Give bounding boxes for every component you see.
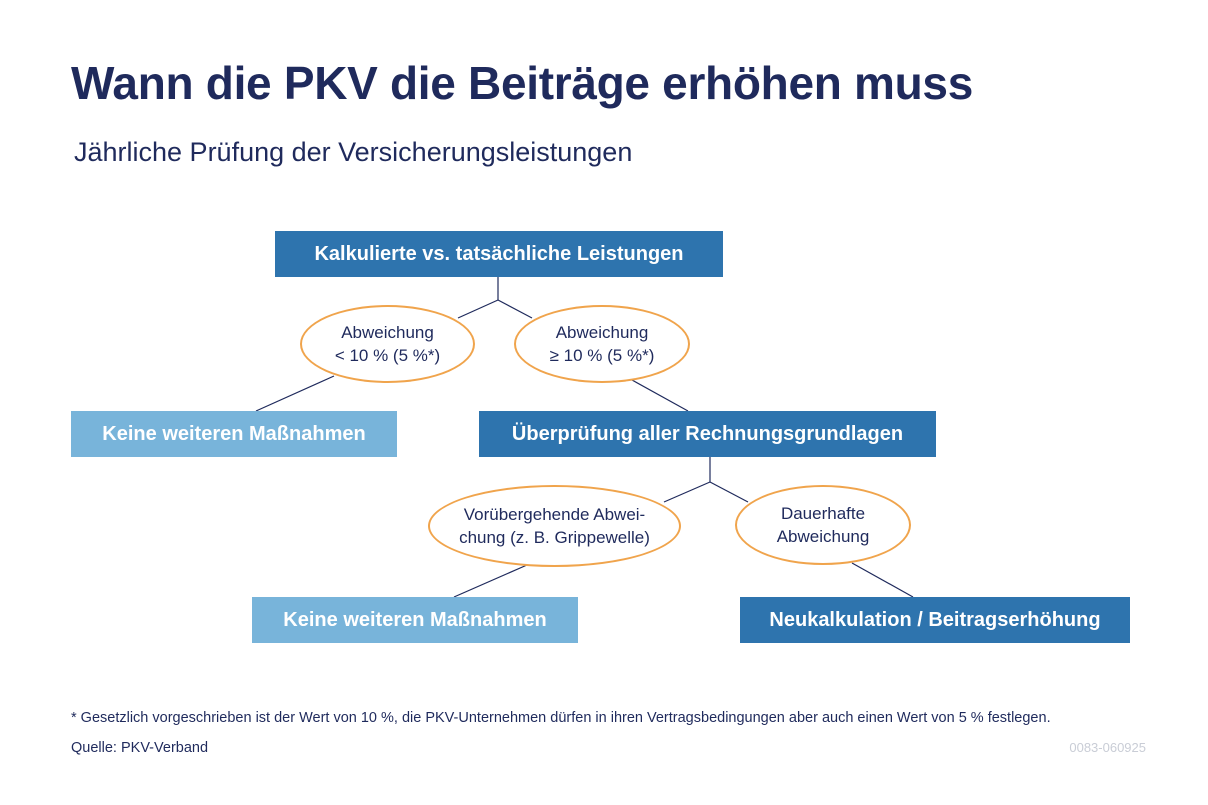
branch-deviation-above-line2: ≥ 10 % (5 %*) xyxy=(549,346,655,365)
branch-deviation-above: Abweichung ≥ 10 % (5 %*) xyxy=(514,305,690,383)
connector-root-left xyxy=(457,299,499,319)
page-title: Wann die PKV die Beiträge erhöhen muss xyxy=(71,57,973,109)
no-action-label-2: Keine weiteren Maßnahmen xyxy=(283,608,547,631)
review-label: Überprüfung aller Rechnungsgrundlagen xyxy=(511,422,904,445)
source-note: Quelle: PKV-Verband xyxy=(71,740,209,756)
branch-permanent-deviation: Dauerhafte Abweichung xyxy=(735,485,911,565)
connector-review-left xyxy=(663,481,711,503)
recalculation-box: Neukalkulation / Beitragserhöhung xyxy=(740,597,1130,643)
branch-deviation-below: Abweichung < 10 % (5 %*) xyxy=(300,305,475,383)
recalculation-label: Neukalkulation / Beitragserhöhung xyxy=(769,608,1101,631)
no-action-label-1: Keine weiteren Maßnahmen xyxy=(102,422,366,445)
graphic-code: 0083-060925 xyxy=(1069,740,1146,755)
footnote: * Gesetzlich vorgeschrieben ist der Wert… xyxy=(71,710,1051,726)
branch-temporary-deviation: Vorübergehende Abwei- chung (z. B. Gripp… xyxy=(428,485,681,567)
connector-root-right xyxy=(497,299,533,319)
root-label: Kalkulierte vs. tatsächliche Leistungen xyxy=(314,242,684,265)
page-subtitle: Jährliche Prüfung der Versicherungsleist… xyxy=(74,137,633,167)
branch-deviation-below-line2: < 10 % (5 %*) xyxy=(334,346,441,365)
connector-left-outcome xyxy=(255,375,335,412)
connector-review-right xyxy=(709,481,749,503)
connector-right-review xyxy=(631,379,689,412)
branch-deviation-below-line1: Abweichung xyxy=(341,323,434,342)
branch-permanent-line1: Dauerhafte xyxy=(780,504,866,523)
branch-temporary-line2: chung (z. B. Grippewelle) xyxy=(459,528,650,547)
connector-temporary-outcome xyxy=(453,564,528,598)
branch-temporary-line1: Vorübergehende Abwei- xyxy=(463,505,646,524)
branch-permanent-line2: Abweichung xyxy=(776,527,870,546)
no-action-box-1: Keine weiteren Maßnahmen xyxy=(71,411,397,457)
connector-permanent-outcome xyxy=(851,562,914,598)
no-action-box-2: Keine weiteren Maßnahmen xyxy=(252,597,578,643)
review-box: Überprüfung aller Rechnungsgrundlagen xyxy=(479,411,936,457)
root-box: Kalkulierte vs. tatsächliche Leistungen xyxy=(275,231,723,277)
branch-deviation-above-line1: Abweichung xyxy=(555,323,649,342)
